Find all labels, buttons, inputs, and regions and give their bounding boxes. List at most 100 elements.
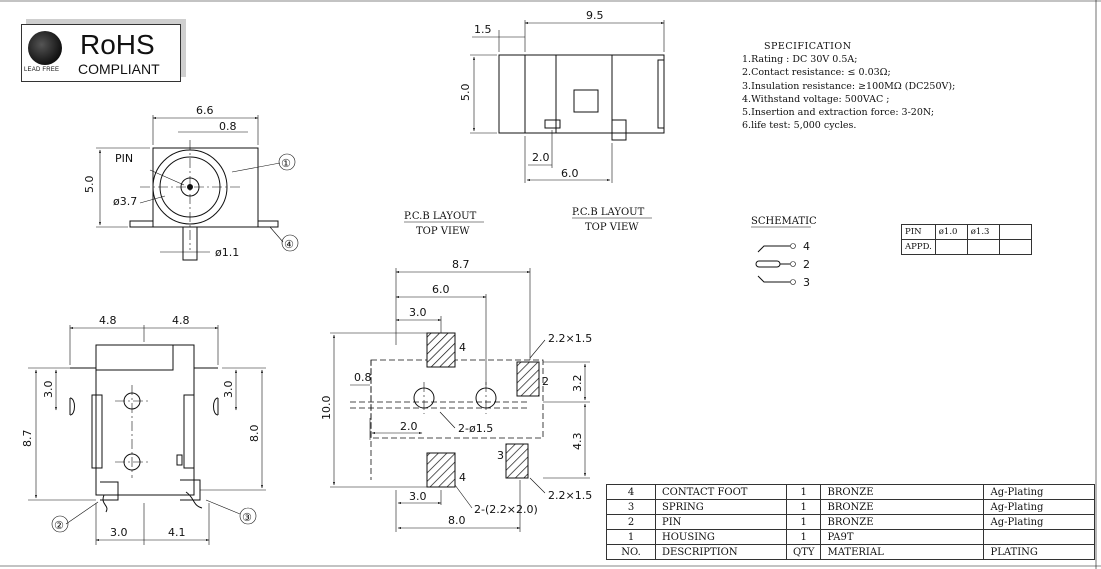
pin-dia-dim: ø1.1 xyxy=(215,246,239,259)
pcb-d08-dim: 0.8 xyxy=(354,371,372,384)
pcb-title-1: P.C.B LAYOUT xyxy=(404,211,477,222)
bom-no: 3 xyxy=(606,499,656,515)
pcb-h100-dim: 10.0 xyxy=(320,396,333,421)
side-lead-dim: 1.5 xyxy=(474,23,492,36)
bottom-view: 4.8 4.8 8.7 3.0 3.0 8.0 3.0 4.1 ② ③ xyxy=(21,314,266,545)
bottom-right-dim: 4.1 xyxy=(168,526,186,539)
rohs-subtitle: COMPLIANT xyxy=(78,61,160,77)
front-width-dim: 6.6 xyxy=(196,104,214,117)
pcb-h43-dim: 4.3 xyxy=(571,433,584,451)
callout-4: ④ xyxy=(284,238,294,251)
callout-3: ③ xyxy=(242,511,252,524)
bom-description: HOUSING xyxy=(655,529,787,545)
bom-material: BRONZE xyxy=(820,484,985,500)
pad-number-4a: 4 xyxy=(459,341,466,354)
pcb-pad-bot-dim: 2.2×1.5 xyxy=(548,489,592,502)
spec-item: 3.Insulation resistance: ≥100MΩ (DC250V)… xyxy=(742,80,956,92)
pcb-layout: P.C.B LAYOUT TOP VIEW P.C.B LAYOUT TOP V… xyxy=(320,207,652,532)
bottom-half-right-dim: 4.8 xyxy=(172,314,190,327)
pad-number-4b: 4 xyxy=(459,471,466,484)
schematic: SCHEMATIC 4 2 3 xyxy=(751,216,817,289)
pcb-b30-dim: 3.0 xyxy=(409,490,427,503)
callout-1: ① xyxy=(281,157,291,170)
callout-2: ② xyxy=(54,519,64,532)
spec-item: 6.life test: 5,000 cycles. xyxy=(742,120,857,132)
schematic-pin-4: 4 xyxy=(803,240,810,253)
front-offset-dim: 0.8 xyxy=(219,120,237,133)
bom-no: 2 xyxy=(606,514,656,530)
schematic-title: SCHEMATIC xyxy=(751,216,817,227)
pin-table-cell xyxy=(966,239,1000,255)
pin-table-cell xyxy=(934,239,968,255)
spec-item: 5.Insertion and extraction force: 3-20N; xyxy=(742,107,935,119)
pcb-subtitle-2: TOP VIEW xyxy=(585,222,639,233)
bom-table: 4 CONTACT FOOT 1 BRONZE Ag-Plating 3 SPR… xyxy=(606,484,1096,560)
bottom-total-h-dim: 8.7 xyxy=(21,430,34,448)
pcb-h32-dim: 3.2 xyxy=(571,375,584,393)
bottom-right-3-dim: 3.0 xyxy=(222,381,235,399)
spec-item: 2.Contact resistance: ≤ 0.03Ω; xyxy=(742,67,891,79)
bottom-left-3-dim: 3.0 xyxy=(42,381,55,399)
pin-table-cell xyxy=(998,239,1032,255)
lead-free-text: LEAD FREE xyxy=(24,67,60,73)
pcb-subtitle-1: TOP VIEW xyxy=(416,226,470,237)
bom-header-no: NO. xyxy=(606,544,656,560)
bom-qty: 1 xyxy=(785,529,822,545)
side-height-dim: 5.0 xyxy=(459,84,472,102)
pcb-w60-dim: 6.0 xyxy=(432,283,450,296)
bom-header-description: DESCRIPTION xyxy=(655,544,787,560)
pin-table-row: APPD. xyxy=(901,239,1032,255)
pin-table-row: PIN ø1.0 ø1.3 xyxy=(901,224,1032,240)
pad-number-3: 3 xyxy=(497,449,504,462)
pcb-title-2: P.C.B LAYOUT xyxy=(572,207,645,218)
bom-plating xyxy=(983,529,1096,545)
pin-label: PIN xyxy=(115,152,133,165)
bom-material: PA9T xyxy=(820,529,985,545)
bom-row: 2 PIN 1 BRONZE Ag-Plating xyxy=(606,514,1096,530)
front-height-dim: 5.0 xyxy=(83,176,96,194)
spec-item: 1.Rating : DC 30V 0.5A; xyxy=(742,54,858,66)
bom-description: PIN xyxy=(655,514,787,530)
bom-plating: Ag-Plating xyxy=(983,484,1096,500)
side-length-dim: 9.5 xyxy=(586,9,604,22)
bom-description: SPRING xyxy=(655,499,787,515)
pin-table-cell: APPD. xyxy=(901,239,936,255)
side-view: 9.5 1.5 5.0 2.0 6.0 xyxy=(459,9,665,183)
pin-table-cell: PIN xyxy=(901,224,936,240)
bom-row: 1 HOUSING 1 PA9T xyxy=(606,529,1096,545)
bom-description: CONTACT FOOT xyxy=(655,484,787,500)
rohs-badge: LEAD FREE RoHS COMPLIANT xyxy=(21,24,181,82)
bottom-inner-h-dim: 8.0 xyxy=(248,425,261,443)
pin-table-cell: ø1.0 xyxy=(934,224,968,240)
bom-qty: 1 xyxy=(785,484,822,500)
bom-no: 1 xyxy=(606,529,656,545)
pcb-w30-dim: 3.0 xyxy=(409,306,427,319)
schematic-pin-3: 3 xyxy=(803,276,810,289)
bottom-left-dim: 3.0 xyxy=(110,526,128,539)
spec-item: 4.Withstand voltage: 500VAC ; xyxy=(742,93,890,105)
side-base-dim: 6.0 xyxy=(561,167,579,180)
pcb-holes-dim: 2-ø1.5 xyxy=(458,422,493,435)
pcb-pads-dim: 2-(2.2×2.0) xyxy=(474,503,538,516)
specification-block: SPECIFICATION 1.Rating : DC 30V 0.5A; 2.… xyxy=(742,40,955,132)
bom-header-plating: PLATING xyxy=(983,544,1096,560)
bottom-half-left-dim: 4.8 xyxy=(99,314,117,327)
front-view: 6.6 0.8 5.0 PIN ø3.7 ø1.1 ① ④ xyxy=(83,104,299,261)
bom-row: 4 CONTACT FOOT 1 BRONZE Ag-Plating xyxy=(606,484,1096,500)
hole-dim: ø3.7 xyxy=(113,195,137,208)
pin-table: PIN ø1.0 ø1.3 APPD. xyxy=(901,224,1032,255)
bom-header-qty: QTY xyxy=(785,544,822,560)
bom-material: BRONZE xyxy=(820,499,985,515)
pin-table-cell xyxy=(998,224,1032,240)
bom-row: 3 SPRING 1 BRONZE Ag-Plating xyxy=(606,499,1096,515)
bom-plating: Ag-Plating xyxy=(983,499,1096,515)
pad-number-2: 2 xyxy=(542,375,549,388)
specification-title: SPECIFICATION xyxy=(764,41,852,52)
pcb-d20-dim: 2.0 xyxy=(400,420,418,433)
bom-qty: 1 xyxy=(785,499,822,515)
pin-table-cell: ø1.3 xyxy=(966,224,1000,240)
bom-material: BRONZE xyxy=(820,514,985,530)
bom-header-row: NO. DESCRIPTION QTY MATERIAL PLATING xyxy=(606,544,1096,560)
pcb-pad-top-dim: 2.2×1.5 xyxy=(548,332,592,345)
